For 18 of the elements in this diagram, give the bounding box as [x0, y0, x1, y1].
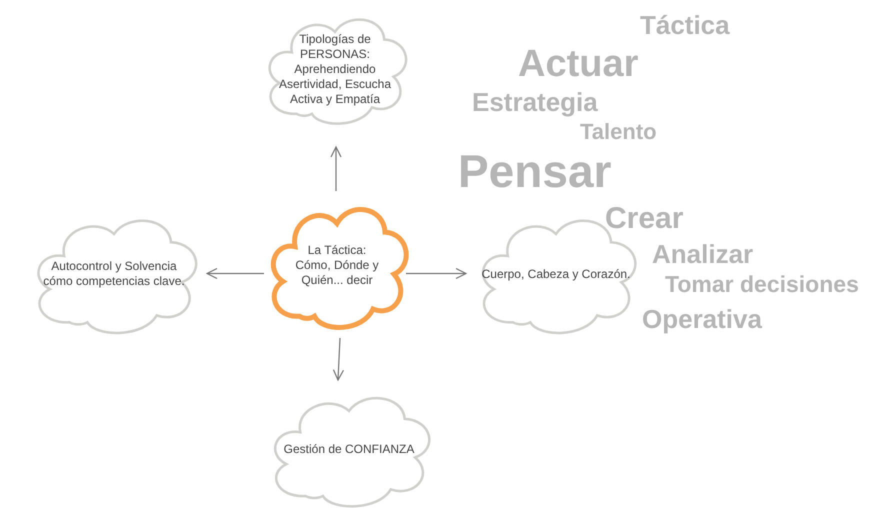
word-cloud-term: Talento: [580, 121, 657, 143]
cloud-text: La Táctica: Cómo, Dónde y Quién... decir: [294, 243, 380, 288]
word-cloud-term: Operativa: [642, 306, 762, 332]
arrow: [406, 268, 467, 280]
word-cloud-term: Crear: [605, 204, 684, 234]
word-cloud-term: Táctica: [640, 12, 730, 38]
word-cloud-term: Pensar: [458, 148, 612, 194]
arrow: [332, 338, 344, 381]
cloud-text: Tipologías de PERSONAS: Aprehendiendo Asertividad, Escucha Activa y Empatía: [278, 32, 392, 106]
word-cloud-term: Estrategia: [472, 89, 598, 115]
cloud-text: Cuerpo, Cabeza y Corazón.: [482, 266, 630, 282]
cloud-text: Autocontrol y Solvencia cómo competencias clave.: [42, 259, 186, 289]
arrow: [330, 146, 342, 191]
word-cloud-term: Analizar: [652, 241, 754, 267]
arrow: [206, 268, 264, 280]
word-cloud-term: Actuar: [518, 45, 638, 83]
word-cloud-term: Tomar decisiones: [665, 273, 859, 296]
cloud-text: Gestión de CONFIANZA: [284, 442, 414, 457]
